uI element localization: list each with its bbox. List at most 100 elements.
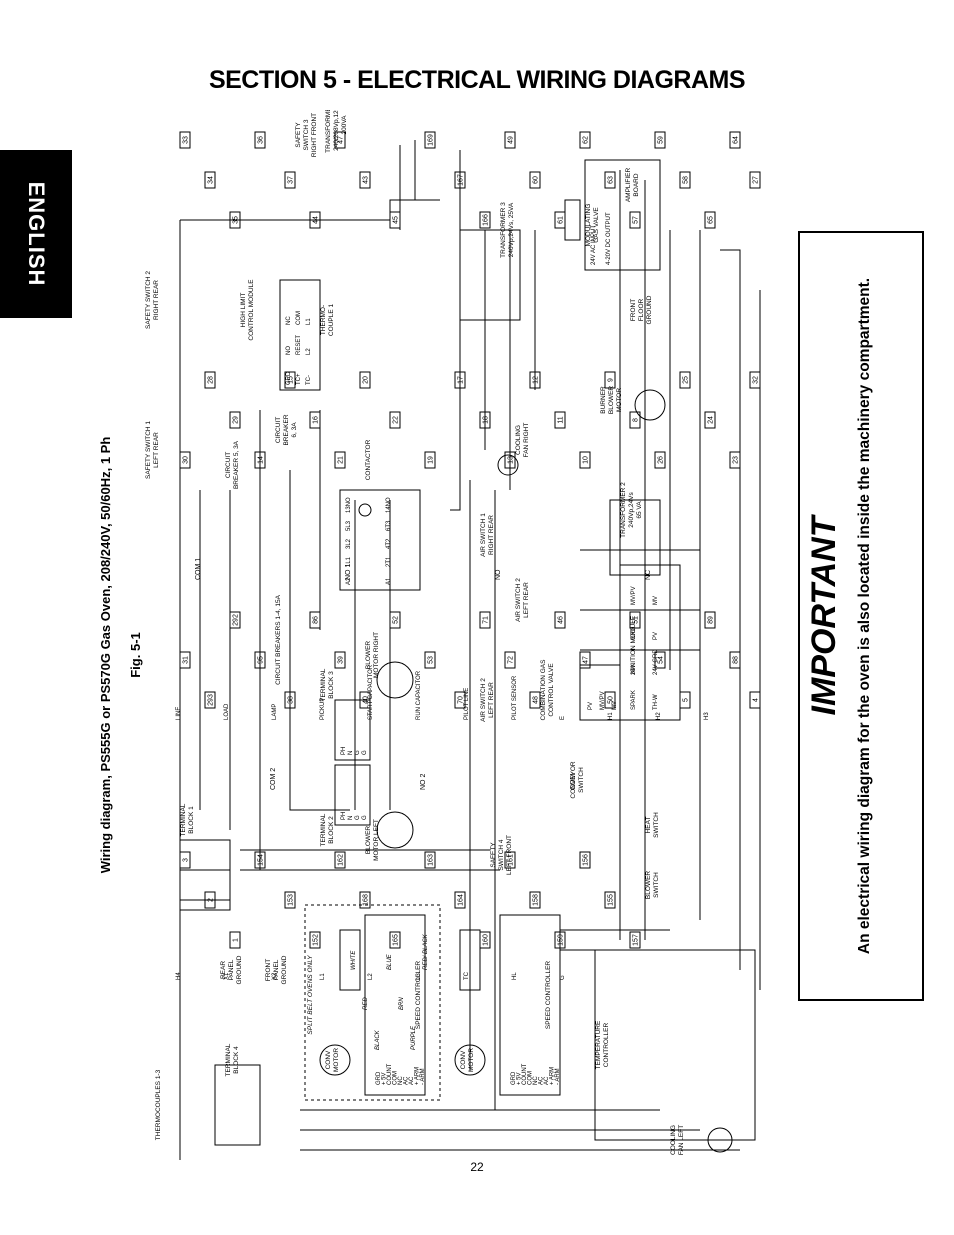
- wire-number-59-18-box: [654, 131, 666, 149]
- label-terminal-block-1-1: BLOCK 1: [188, 806, 195, 834]
- wire-number-50-62-box: [604, 691, 616, 709]
- wire-number-3-69-box: [179, 851, 191, 869]
- wire-number-33-0: 33: [183, 136, 190, 144]
- high-limit-terminal-6: NC: [286, 316, 292, 325]
- misc-label-20: G: [560, 975, 566, 980]
- label-safety-switch-3-1: SWITCH 3: [303, 119, 310, 150]
- wire-number-54-64-box: [654, 651, 666, 669]
- pickup-right-box: [459, 929, 481, 991]
- wire-number-168-76: 168: [363, 894, 370, 906]
- label-cooling-fan-right-0: COOLING: [515, 425, 522, 455]
- wire-number-4-68: 4: [753, 698, 760, 702]
- wire-color-3: BLUE: [387, 953, 393, 970]
- label-transformer-2-2: 65 VA: [636, 501, 643, 519]
- label-front-panel-ground-0: FRONT: [265, 959, 272, 981]
- amplifier-board-box: [584, 159, 661, 271]
- speed-controller-left-terminal-6: AC: [409, 1076, 415, 1085]
- wire-number-40-53: 40: [363, 696, 370, 704]
- ignition-module-terminal-5: PV: [653, 632, 659, 640]
- label-contactor-0: CONTACTOR: [365, 439, 372, 480]
- wire-number-153-73-box: [284, 891, 296, 909]
- terminal-block-3-box: [334, 699, 371, 761]
- wire-number-88-67-box: [729, 651, 741, 669]
- wire-number-5-65-box: [679, 691, 691, 709]
- wire-number-163-78: 163: [428, 854, 435, 866]
- label-safety-switch-2-1: RIGHT REAR: [153, 280, 160, 320]
- wire-color-1: RED: [363, 997, 369, 1010]
- gas-valve-terminal-2: MV: [612, 701, 618, 710]
- speed-controller-right-terminal-1: + 5V: [517, 1072, 523, 1085]
- terminal-block-2-terminal-1: N: [348, 816, 354, 820]
- label-combination-gas-valve-1: CONTROL VALVE: [548, 663, 555, 717]
- label-air-switch-2-bottom-1: LEFT REAR: [488, 682, 495, 718]
- wire-number-34-1: 34: [208, 176, 215, 184]
- label-blower-switch-1: SWITCH: [653, 872, 660, 898]
- label-front-panel-ground-1: PANEL: [273, 959, 280, 980]
- misc-label-3: PICKUP: [320, 698, 326, 720]
- wire-number-86-51-box: [309, 611, 321, 629]
- conv-motor-right-symbol: [454, 1044, 486, 1076]
- label-conveyor-switch-1: SWITCH: [578, 767, 585, 793]
- misc-label-8: E: [560, 716, 566, 720]
- wire-number-89-66-box: [704, 611, 716, 629]
- speed-controller-right-terminal-8: - ARM: [555, 1068, 561, 1085]
- wire-number-164-79: 164: [458, 894, 465, 906]
- wire-number-165-77: 165: [393, 934, 400, 946]
- wire-number-167-10: 167: [458, 174, 465, 186]
- label-combination-gas-valve-0: COMBINATION GAS: [540, 659, 547, 721]
- wire-number-12-36-box: [529, 371, 541, 389]
- wire-number-43-7: 43: [363, 176, 370, 184]
- wire-number-50-62: 50: [608, 696, 615, 704]
- label-cooling-fan-right-1: FAN RIGHT: [523, 423, 530, 458]
- wire-number-46-60: 46: [558, 616, 565, 624]
- wire-number-39-52-box: [334, 651, 346, 669]
- label-terminal-block-4-1: BLOCK 4: [233, 1046, 240, 1074]
- burner-blower-motor-symbol: [634, 389, 666, 421]
- wire-number-95-49: 95: [258, 656, 265, 664]
- wire-number-63-16: 63: [608, 176, 615, 184]
- label-burner-blower-motor-2: MOTOR: [616, 388, 623, 412]
- contactor-terminal-7: 6T3: [386, 520, 392, 531]
- wire-number-21-29-box: [334, 451, 346, 469]
- switch-label-3: NO 2: [420, 774, 427, 790]
- wire-number-158-82-box: [529, 891, 541, 909]
- misc-label-6: PILOT LINE: [464, 688, 470, 720]
- wire-number-20-30-box: [359, 371, 371, 389]
- language-tab-label: ENGLISH: [24, 181, 49, 287]
- wire-number-32-45: 32: [753, 376, 760, 384]
- blower-motor-left-symbol: [376, 811, 414, 849]
- label-terminal-block-3-0: TERMINAL: [320, 668, 327, 701]
- label-circuit-breaker-6-2: 6, 3A: [291, 422, 298, 438]
- wire-number-53-55-box: [424, 651, 436, 669]
- figure-caption: Wiring diagram, PS555G or PS570G Gas Ove…: [98, 436, 113, 874]
- label-thermocouple-1-0: THERMO-: [320, 305, 327, 335]
- misc-label-17: L3: [416, 973, 422, 980]
- wire-number-292-48: 292: [233, 614, 240, 626]
- wire-number-47-6-box: [334, 131, 346, 149]
- wire-number-38-50: 38: [288, 696, 295, 704]
- wire-number-166-11: 166: [483, 214, 490, 226]
- contactor-terminal-9: 14NO: [386, 497, 392, 513]
- label-safety-switch-3-0: SAFETY: [295, 122, 302, 148]
- wire-number-71-57: 71: [483, 616, 490, 624]
- wire-color-4: BRN: [399, 997, 405, 1010]
- important-title: IMPORTANT: [805, 516, 843, 716]
- wire-number-30-23: 30: [183, 456, 190, 464]
- wire-number-57-17-box: [629, 211, 641, 229]
- wire-number-30-23-box: [179, 451, 191, 469]
- contactor-terminal-4: 3L2: [346, 538, 352, 549]
- wire-number-60-13: 60: [533, 176, 540, 184]
- wire-number-9-39-box: [604, 371, 616, 389]
- label-cooling-fan-left-1: FAN LEFT: [678, 1125, 685, 1155]
- label-circuit-breaker-6-1: BREAKER: [283, 414, 290, 445]
- wire-number-155-85: 155: [608, 894, 615, 906]
- misc-label-2: LAMP: [272, 704, 278, 720]
- amplifier-input-label: 24V AC INPUT: [591, 225, 597, 265]
- speed-controller-right-terminal-2: COUNT: [522, 1063, 528, 1085]
- label-terminal-block-4-0: TERMINAL: [225, 1043, 232, 1076]
- wire-number-163-78-box: [424, 851, 436, 869]
- wire-number-156-84-box: [579, 851, 591, 869]
- wire-number-44-5-box: [309, 211, 321, 229]
- transformer-3-box: [459, 229, 521, 321]
- wire-number-22-31: 22: [393, 416, 400, 424]
